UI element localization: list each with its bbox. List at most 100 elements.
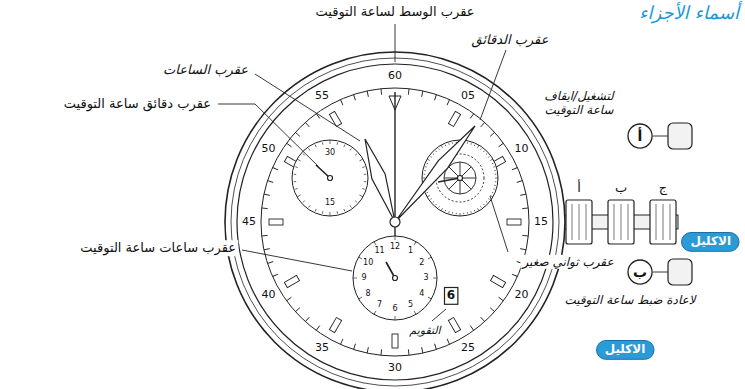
subdial-ticks [474, 145, 476, 146]
subdial-ticks [315, 145, 316, 147]
subdial-ticks [483, 204, 484, 205]
dial-ticks [305, 317, 309, 321]
subdial-number: 15 [325, 198, 335, 208]
crown-grip [579, 204, 580, 240]
dial-ticks [316, 326, 320, 331]
watch-hands [328, 176, 333, 181]
dial-ticks [435, 95, 437, 101]
subdial-ticks [424, 170, 425, 171]
dial-number: 40 [262, 288, 276, 301]
subdial-ticks [337, 211, 339, 213]
watch-case [237, 64, 553, 380]
crown-grip [621, 204, 622, 240]
crown [650, 200, 676, 244]
crown-tag: الاكليل [596, 340, 655, 360]
callout-letter: ب [633, 264, 647, 280]
leader-line [480, 50, 506, 120]
dial-number: 25 [461, 342, 475, 355]
small-seconds-gear [449, 167, 472, 190]
subdial-ticks [445, 210, 447, 211]
leader-line [653, 136, 668, 137]
subdial-ticks [448, 211, 449, 212]
pusher-callout: أ [627, 123, 653, 149]
crown-tag: الاكليل [681, 232, 740, 252]
subdial-ticks [492, 163, 493, 165]
subdial-ticks [322, 211, 324, 213]
dial-number: 10 [514, 142, 528, 155]
subdial-ticks [474, 210, 476, 211]
dial-ticks [273, 167, 278, 169]
dial-ticks [520, 194, 526, 195]
subdial-ticks [441, 208, 443, 211]
subdial-number: 10 [363, 258, 373, 268]
subdial-ticks [433, 201, 434, 202]
subdial-ticks [488, 156, 489, 158]
callout-letter: أ [638, 128, 643, 144]
subdial-ticks [441, 145, 443, 148]
dial-ticks [490, 275, 505, 287]
subdial-ticks [414, 242, 416, 245]
crown-tag-shape [682, 233, 740, 252]
subdial-ticks [427, 163, 428, 165]
subdial-number: 8 [366, 289, 371, 299]
dial-ticks [305, 122, 309, 126]
subdial-ticks [428, 297, 431, 299]
dial-ticks [408, 89, 410, 95]
dial-ticks [408, 349, 410, 355]
dial-ticks [447, 100, 449, 105]
dial-ticks [262, 207, 268, 209]
dial-ticks [340, 100, 342, 105]
subdial-ticks [330, 140, 331, 144]
subdial-ticks [303, 201, 305, 203]
dial-ticks [295, 308, 299, 312]
subdial-ticks [470, 143, 471, 144]
dial-ticks [447, 339, 449, 344]
subdial-ticks [295, 188, 297, 190]
watch-hands [395, 126, 475, 222]
crown-tag-shape [596, 341, 654, 360]
dial-number: 45 [242, 215, 256, 228]
leader-line [395, 24, 396, 62]
dial-ticks [422, 347, 423, 353]
subdial-ticks [448, 143, 449, 144]
watch-hands [316, 92, 475, 281]
dial-ticks [284, 275, 299, 287]
subdial-ticks [427, 192, 428, 194]
subdial-ticks [480, 148, 482, 149]
crown-grip [614, 204, 615, 240]
crown-position: ج [657, 180, 669, 196]
subdial-ticks [414, 311, 416, 314]
subdial-ticks [309, 206, 310, 208]
watch-hands [458, 176, 463, 181]
crown-position: ب [613, 180, 629, 196]
crown-grip [628, 204, 629, 240]
subdial-ticks [362, 166, 364, 168]
watch-hands [365, 139, 395, 222]
subdial-ticks [452, 212, 453, 213]
dial-ticks [268, 262, 274, 264]
subdial-ticks [433, 278, 437, 279]
crown-grip [572, 204, 670, 240]
subdial-ticks [452, 142, 453, 143]
crown [566, 200, 676, 244]
crown-grip [586, 204, 587, 240]
dial-number: 30 [388, 361, 402, 374]
crown-grip [572, 204, 573, 240]
subdial-ticks [460, 213, 461, 216]
dial-ticks [273, 274, 278, 276]
dial-ticks [448, 317, 460, 332]
dial-ticks [517, 181, 523, 183]
dial-ticks [380, 349, 382, 355]
subdial-ticks [303, 154, 305, 156]
watch-hands [394, 92, 395, 236]
dial-ticks [264, 249, 270, 250]
leader-line [242, 250, 352, 271]
dial-ticks [264, 194, 270, 195]
subdial-ticks [344, 145, 345, 147]
dial-ticks [481, 317, 485, 321]
subdial-number: 2 [419, 258, 424, 268]
callout-circle [628, 260, 652, 284]
crown-grip [656, 204, 657, 240]
dial-ticks [470, 114, 474, 119]
